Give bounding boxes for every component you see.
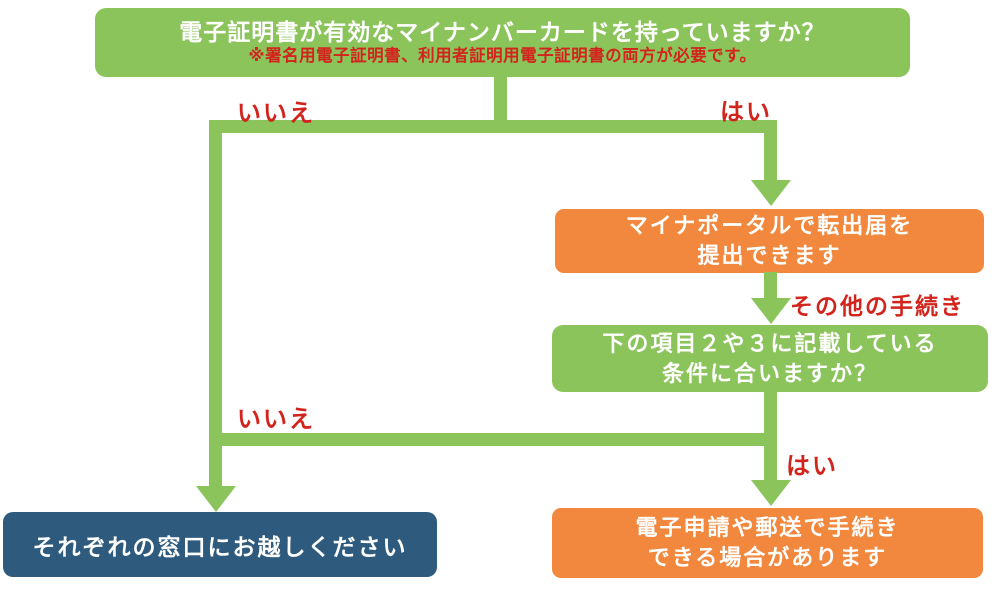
portal-text-line1: マイナポータルで転出届を — [625, 213, 914, 239]
node-apply: 電子申請や郵送で手続き できる場合があります — [552, 508, 983, 578]
condition-text-line1: 下の項目２や３に記載している — [602, 330, 938, 356]
connector-split-1 — [209, 120, 777, 133]
node-condition: 下の項目２や３に記載している 条件に合いますか？ — [552, 325, 988, 392]
condition-text-line2: 条件に合いますか？ — [661, 360, 878, 386]
apply-text-line2: できる場合があります — [647, 545, 888, 570]
branch-label-yes-2: はい — [786, 453, 838, 480]
arrowhead-to-condition — [751, 298, 791, 324]
arrowhead-to-apply — [751, 480, 791, 506]
start-question-text: 電子証明書が有効なマイナンバーカードを持っていますか？ — [179, 18, 826, 45]
label-other-procedures: その他の手続き — [790, 293, 965, 319]
node-start-question: 電子証明書が有効なマイナンバーカードを持っていますか？ ※署名用電子証明書、利用… — [95, 8, 910, 77]
connector-start-stem — [494, 77, 507, 127]
arrowhead-to-window — [196, 486, 236, 512]
node-window: それぞれの窓口にお越しください — [3, 512, 437, 577]
arrowhead-to-portal — [751, 180, 791, 206]
node-portal: マイナポータルで転出届を 提出できます — [555, 209, 984, 273]
connector-yes-vertical — [764, 120, 777, 182]
branch-label-no-1: いいえ — [237, 100, 315, 127]
connector-left-vertical — [209, 120, 222, 488]
connector-portal-condition — [764, 272, 777, 300]
window-text: それぞれの窓口にお越しください — [32, 533, 408, 560]
start-note-text: ※署名用電子証明書、利用者証明用電子証明書の両方が必要です。 — [248, 47, 757, 66]
connector-split-2 — [209, 433, 777, 446]
apply-text-line1: 電子申請や郵送で手続き — [635, 515, 900, 541]
branch-label-yes-1: はい — [720, 99, 772, 126]
branch-label-no-2: いいえ — [237, 406, 315, 433]
portal-text-line2: 提出できます — [697, 243, 842, 268]
